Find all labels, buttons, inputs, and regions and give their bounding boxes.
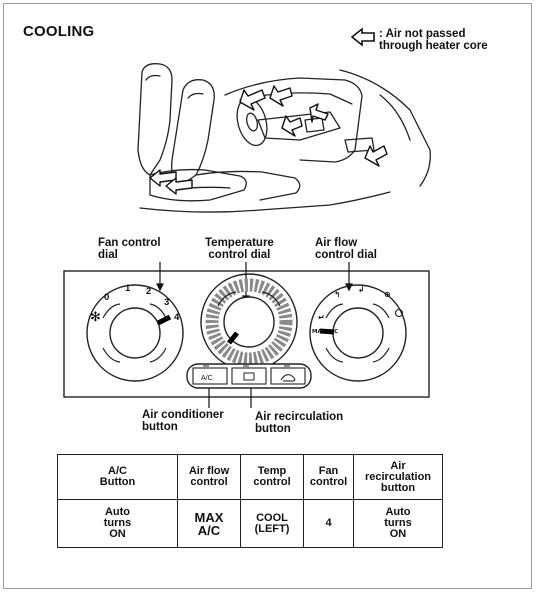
value-fan-control: 4 — [303, 499, 354, 548]
page-title: COOLING — [23, 23, 95, 40]
fan-icon: ✻ — [90, 310, 101, 325]
air-flow-control-dial — [309, 284, 407, 382]
face-vent-icon: ↰ — [334, 290, 341, 299]
fan-control-dial — [86, 284, 184, 382]
max-ac-text: MAX A/C — [312, 329, 338, 335]
figure-frame — [3, 3, 532, 589]
fan-speed-0: 0 — [104, 292, 109, 303]
floor-defrost-icon: ⊕ — [384, 290, 391, 299]
fan-speed-3: 3 — [164, 297, 169, 308]
rear-defrost-button — [231, 367, 267, 385]
legend-line-2: through heater core — [379, 40, 488, 53]
recirculation-button — [270, 367, 306, 385]
recirculation-icon — [280, 374, 296, 382]
fan-speed-4: 4 — [174, 312, 180, 323]
rear-defrost-icon — [243, 372, 255, 381]
fan-speed-1: 1 — [125, 283, 131, 294]
floor-vent-icon: ↵ — [318, 313, 325, 322]
legend-line-1: : Air not passed — [379, 28, 466, 40]
legend-text: : Air not passed through heater core — [379, 28, 488, 52]
button-strip: A/C — [186, 363, 312, 389]
fan-speed-2: 2 — [146, 286, 151, 297]
ac-button-label: A/C — [201, 375, 213, 382]
ac-button — [192, 367, 228, 385]
value-temp-control: COOL(LEFT) — [240, 499, 304, 548]
bilevel-vent-icon: ↲ — [358, 285, 365, 294]
